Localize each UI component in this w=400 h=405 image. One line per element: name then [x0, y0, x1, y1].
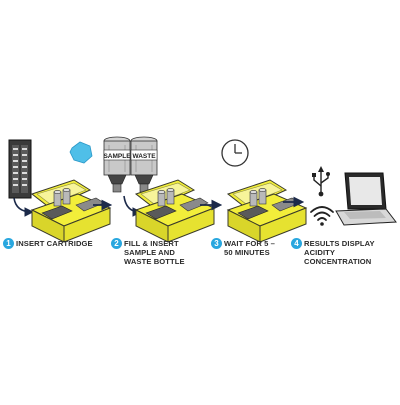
step-1-label: 1 INSERT CARTRIDGE [3, 238, 93, 249]
arrow-icon [13, 197, 34, 217]
waste-bottle-icon: WASTE [130, 136, 158, 193]
laptop-icon [335, 172, 397, 226]
step-4-label: 4 RESULTS DISPLAY ACIDITY CONCENTRATION [291, 238, 399, 266]
step-2-label: 2 FILL & INSERT SAMPLE AND WASTE BOTTLE [111, 238, 203, 266]
step-3-label: 3 WAIT FOR 5 – 50 MINUTES [211, 238, 281, 257]
step-4-number: 4 [291, 238, 302, 249]
cartridge-icon [8, 139, 32, 199]
step-2-text: FILL & INSERT SAMPLE AND WASTE BOTTLE [124, 239, 185, 266]
step-1-number: 1 [3, 238, 14, 249]
step-3-number: 3 [211, 238, 222, 249]
waste-bottle-label: WASTE [132, 153, 156, 160]
step-1-text: INSERT CARTRIDGE [16, 239, 93, 248]
yellow-device-icon [227, 179, 307, 243]
step-3-text: WAIT FOR 5 – 50 MINUTES [224, 239, 275, 257]
clock-icon [221, 139, 249, 167]
step-2-number: 2 [111, 238, 122, 249]
wifi-icon [310, 206, 334, 226]
sample-bottle-label: SAMPLE [103, 153, 131, 160]
usb-icon [312, 166, 330, 197]
yellow-device-icon [31, 179, 111, 243]
sample-bottle-icon: SAMPLE [103, 136, 131, 193]
water-drop-icon [69, 141, 93, 164]
step-4-text: RESULTS DISPLAY ACIDITY CONCENTRATION [304, 239, 375, 266]
